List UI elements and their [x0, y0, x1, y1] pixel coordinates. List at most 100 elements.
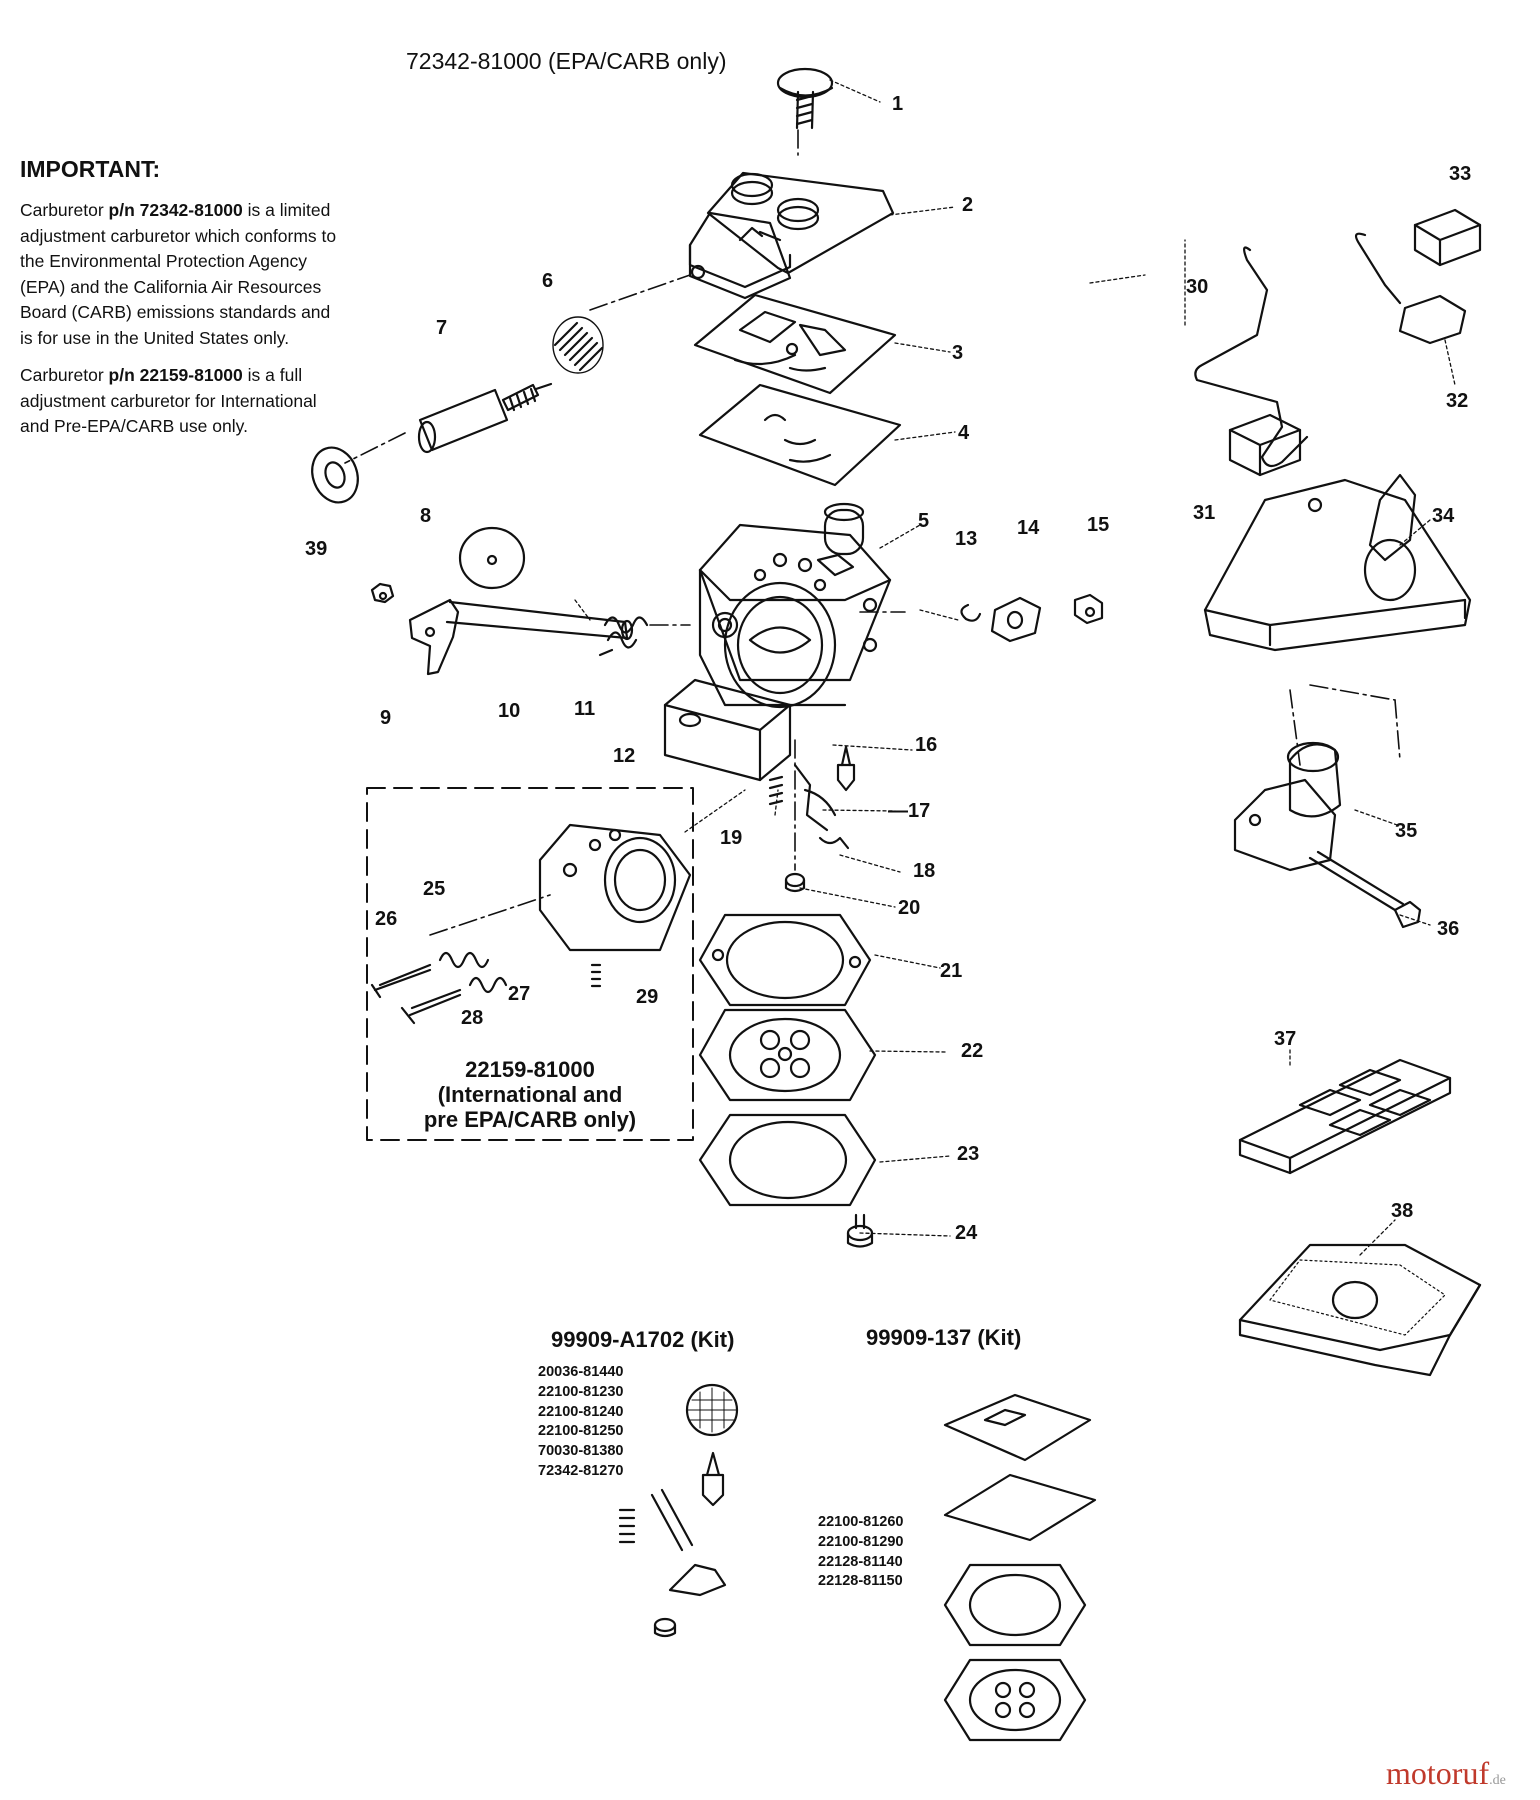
callout-37: 37 — [1274, 1028, 1297, 1050]
callout-26: 26 — [375, 908, 398, 930]
callout-19: 19 — [720, 827, 743, 849]
part-25-spring — [438, 951, 490, 969]
part-9-nut — [370, 582, 395, 604]
part-37-filter-base — [1238, 1058, 1452, 1175]
part-18-pin — [818, 836, 850, 850]
kit1-part-list: 20036-81440 22100-81230 22100-81240 2210… — [538, 1363, 623, 1482]
callout-16: 16 — [915, 734, 938, 756]
callout-35: 35 — [1395, 820, 1418, 842]
part-11-spring — [598, 616, 649, 657]
callout-38: 38 — [1391, 1200, 1414, 1222]
kit1-part: 20036-81440 — [538, 1364, 624, 1380]
callout-15: 15 — [1087, 514, 1110, 536]
important-heading: IMPORTANT: — [20, 156, 161, 182]
part-13-clip — [960, 603, 982, 622]
main-carburetor-caption: 72342-81000 (EPA/CARB only) — [406, 48, 727, 74]
callout-18: 18 — [913, 860, 936, 882]
callout-25: 25 — [423, 878, 446, 900]
kit1-pin — [650, 1488, 694, 1552]
part-15-nut — [1073, 593, 1104, 625]
kit1-needle — [701, 1451, 725, 1507]
callout-23: 23 — [957, 1143, 980, 1165]
part-28-screw — [400, 988, 462, 1025]
part-20-screw — [784, 872, 806, 893]
callout-24: 24 — [955, 1222, 978, 1244]
callout-7: 7 — [436, 317, 448, 339]
kit1-spring — [618, 1508, 636, 1544]
part-22-diaphragm — [698, 1008, 877, 1102]
inset-carburetor — [538, 823, 692, 952]
part-2-metering-cover — [688, 171, 895, 300]
kit1-part: 22100-81250 — [538, 1423, 624, 1440]
kit1-screen — [685, 1383, 739, 1437]
kit2-part: 22100-81290 — [818, 1533, 904, 1550]
callout-2: 2 — [962, 194, 974, 216]
part-39-washer — [311, 446, 359, 504]
kit1-part: 70030-81380 — [538, 1443, 624, 1460]
part-24-screw — [846, 1213, 874, 1248]
callout-1: 1 — [892, 93, 904, 115]
callout-13: 13 — [955, 528, 978, 550]
kit2-gasket-2 — [943, 1473, 1097, 1542]
kit1-part: 22100-81240 — [538, 1403, 624, 1420]
inset-caption-line-3: pre EPA/CARB only) — [423, 1107, 637, 1132]
callout-39: 39 — [305, 538, 328, 560]
part-8-throttle-plate — [458, 526, 526, 590]
callout-9: 9 — [380, 707, 392, 729]
callout-22: 22 — [961, 1040, 984, 1062]
kit1-title: 99909-A1702 (Kit) — [551, 1327, 735, 1352]
callout-11: 11 — [574, 698, 596, 720]
part-4-diaphragm — [698, 383, 902, 487]
kit2-part: 22128-81150 — [818, 1573, 903, 1590]
callout-34: 34 — [1432, 505, 1455, 527]
kit1-lever — [668, 1563, 727, 1597]
inset-caption: 22159-81000 (International and pre EPA/C… — [370, 1057, 690, 1132]
part-6-spring — [552, 316, 604, 374]
part-12-pump-cover — [663, 678, 792, 782]
callout-27: 27 — [508, 983, 531, 1005]
callout-10: 10 — [498, 700, 521, 722]
callout-17: —17 — [888, 800, 931, 822]
callout-12: 12 — [613, 745, 636, 767]
kit1-part: 72342-81270 — [538, 1462, 624, 1479]
callout-29: 29 — [636, 986, 659, 1008]
part-32-link — [1354, 232, 1467, 345]
part-17-lever — [793, 763, 837, 832]
part-21-gasket — [698, 913, 872, 1007]
part-3-gasket — [693, 293, 897, 395]
callout-32: 32 — [1446, 390, 1469, 412]
part-34-air-box — [1203, 473, 1472, 652]
part-26-screw — [370, 963, 432, 999]
part-1-screw — [776, 67, 834, 130]
part-14-bushing — [990, 596, 1042, 643]
callout-21: 21 — [940, 960, 963, 982]
callout-8: 8 — [420, 505, 432, 527]
kit2-gasket-3 — [943, 1563, 1087, 1647]
part-36-bolt — [1308, 850, 1422, 929]
callout-31: 31 — [1193, 502, 1216, 524]
kit1-screw — [653, 1617, 677, 1638]
callout-3: 3 — [952, 342, 964, 364]
part-35-adapter — [1233, 741, 1342, 872]
part-10-throttle-shaft — [408, 598, 634, 676]
important-note-1: Carburetor p/n 72342-81000 is a limited … — [20, 200, 337, 348]
callout-6: 6 — [542, 270, 554, 292]
callout-30: 30 — [1186, 276, 1209, 298]
kit2-part: 22128-81140 — [818, 1553, 903, 1570]
part-27-spring — [468, 976, 508, 994]
part-38-filter — [1238, 1243, 1482, 1377]
part-23-gasket — [698, 1113, 877, 1207]
kit1-part: 22100-81230 — [538, 1383, 624, 1400]
part-30-choke-rod — [1194, 246, 1309, 468]
inset-caption-line-2: (International and — [437, 1082, 623, 1107]
kit2-part-list: 22100-81260 22100-81290 22128-81140 2212… — [818, 1513, 903, 1592]
part-29-spring — [590, 963, 602, 988]
kit2-part: 22100-81260 — [818, 1514, 904, 1530]
inset-caption-line-1: 22159-81000 — [465, 1057, 595, 1082]
part-19-spring — [768, 775, 784, 806]
kit2-title: 99909-137 (Kit) — [866, 1325, 1022, 1350]
callout-33: 33 — [1449, 163, 1472, 185]
part-7-idle-screw — [417, 382, 553, 454]
important-notes: Carburetor p/n 72342-81000 is a limited … — [20, 198, 340, 452]
